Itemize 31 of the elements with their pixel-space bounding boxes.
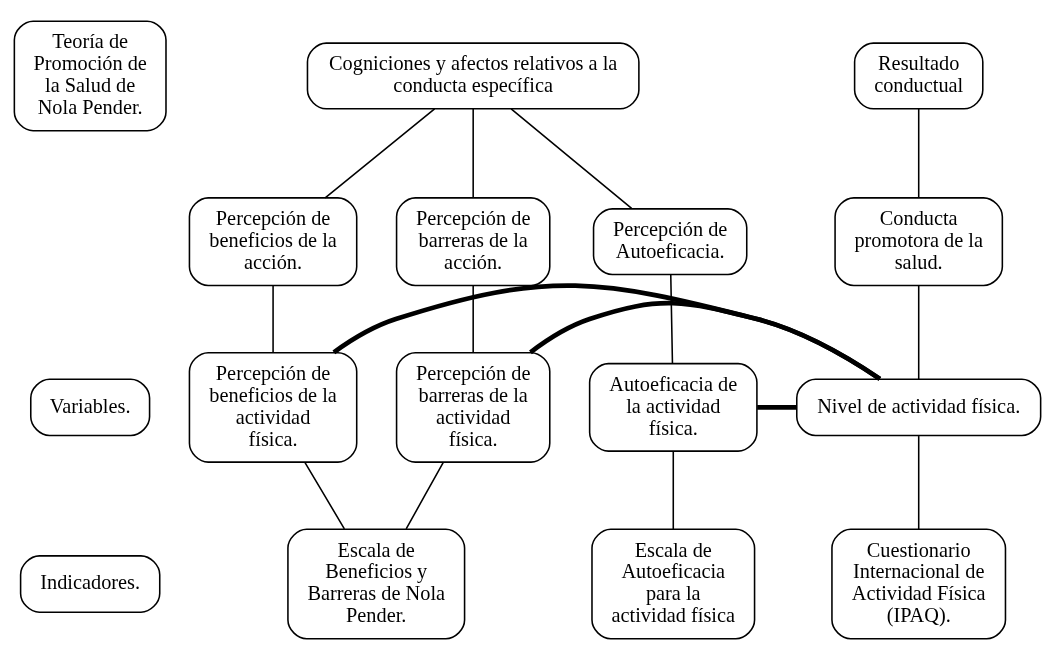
connector: [304, 461, 346, 530]
node-box: Conducta promotora de la salud.: [834, 197, 1004, 287]
node-box: Percepción de barreras de la actividad física.: [395, 351, 551, 463]
connector: [324, 108, 436, 199]
connector: [472, 108, 474, 199]
connector: [672, 450, 675, 531]
connector: [332, 283, 882, 381]
connector: [670, 273, 674, 365]
connector: [917, 435, 920, 530]
node-box: Percepción de barreras de la acción.: [395, 197, 551, 287]
connector: [917, 284, 920, 380]
connector: [472, 284, 474, 353]
connector: [917, 108, 920, 199]
node-box: Percepción de beneficios de la actividad física.: [188, 351, 358, 463]
connector: [757, 405, 797, 410]
node-box: Autoeficacia de la actividad física.: [588, 362, 758, 452]
node-box: Escala de Autoeficacia para la actividad física: [591, 528, 756, 640]
node-box: Cuestionario Internacional de Actividad Física (IPAQ).: [831, 528, 1007, 640]
node-box: Escala de Beneficios y Barreras de Nola Pender.: [287, 528, 466, 640]
connector: [405, 461, 445, 530]
node-box: Percepción de beneficios de la acción.: [188, 197, 358, 287]
connector: [510, 108, 633, 210]
node-box: Cogniciones y afectos relativos a la conducta específica: [306, 42, 640, 110]
node-box: Percepción de Autoeficacia.: [592, 208, 748, 276]
node-box: Nivel de actividad física.: [796, 378, 1042, 437]
node-box: Variables.: [30, 378, 151, 437]
connector: [272, 284, 274, 353]
node-box: Resultado conductual: [853, 42, 984, 110]
node-box: Teoría de Promoción de la Salud de Nola Pender.: [13, 20, 167, 132]
node-box: Indicadores.: [19, 555, 161, 613]
connector: [529, 300, 882, 381]
